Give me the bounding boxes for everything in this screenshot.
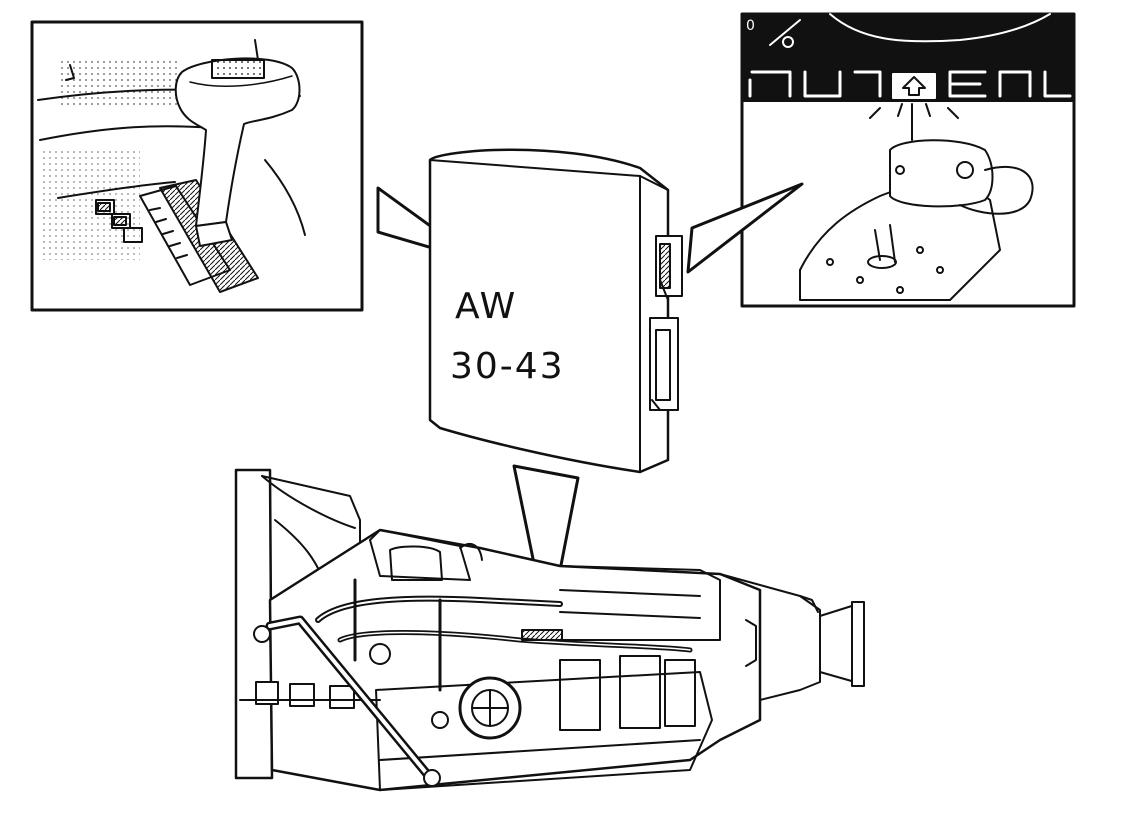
- pointer-to-warning-light: [686, 182, 804, 274]
- automatic-transmission-icon: [234, 468, 865, 792]
- model-label-line2: 30-43: [450, 346, 565, 387]
- pointer-to-transmission: [512, 464, 580, 634]
- gear-shift-lever-icon: [174, 57, 301, 247]
- up-arrow-warning-light-icon: [869, 73, 959, 119]
- model-label-line1: AW: [455, 286, 517, 327]
- shift-lever-panel: [30, 20, 364, 312]
- panel-corner-text: 0: [746, 18, 755, 34]
- transmission-control-unit-icon: [428, 148, 683, 474]
- warning-light-panel: 0: [740, 12, 1076, 308]
- console-switches: [95, 199, 143, 243]
